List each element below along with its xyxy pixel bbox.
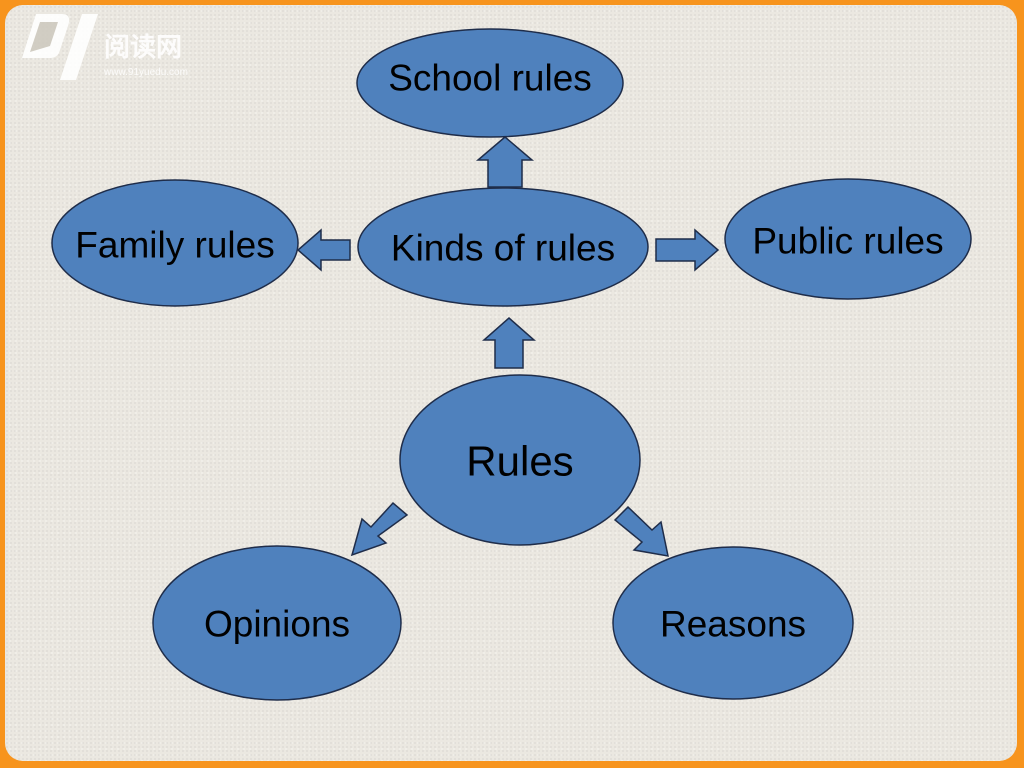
- node-reasons: Reasons: [612, 546, 854, 700]
- node-reasons-label: Reasons: [660, 604, 806, 645]
- arrow-down-right-to-reasons: [613, 505, 669, 557]
- node-kinds-of-rules: Kinds of rules: [357, 187, 649, 307]
- node-public-rules: Public rules: [724, 178, 972, 300]
- node-opinions: Opinions: [152, 545, 402, 701]
- arrow-left-to-family: [296, 228, 351, 272]
- node-rules: Rules: [399, 374, 641, 546]
- slide: 阅读网 www.91yuedu.com School rules Kinds o…: [5, 5, 1017, 761]
- node-public-rules-label: Public rules: [752, 221, 943, 262]
- logo: 阅读网 www.91yuedu.com: [22, 14, 188, 80]
- logo-url: www.91yuedu.com: [103, 67, 188, 78]
- node-opinions-label: Opinions: [204, 604, 350, 645]
- node-kinds-of-rules-label: Kinds of rules: [391, 228, 615, 269]
- arrow-up-to-school: [475, 136, 535, 188]
- logo-name: 阅读网: [104, 33, 182, 63]
- arrow-down-left-to-opinions: [350, 501, 409, 557]
- arrow-up-to-kinds: [482, 317, 536, 369]
- node-family-rules-label: Family rules: [75, 225, 274, 266]
- 91-logo-icon: [22, 14, 98, 80]
- node-rules-label: Rules: [466, 438, 573, 485]
- node-school-rules-label: School rules: [388, 58, 592, 99]
- node-school-rules: School rules: [356, 28, 624, 138]
- node-family-rules: Family rules: [51, 179, 299, 307]
- concept-map: 阅读网 www.91yuedu.com School rules Kinds o…: [22, 14, 972, 701]
- arrow-right-to-public: [655, 228, 720, 272]
